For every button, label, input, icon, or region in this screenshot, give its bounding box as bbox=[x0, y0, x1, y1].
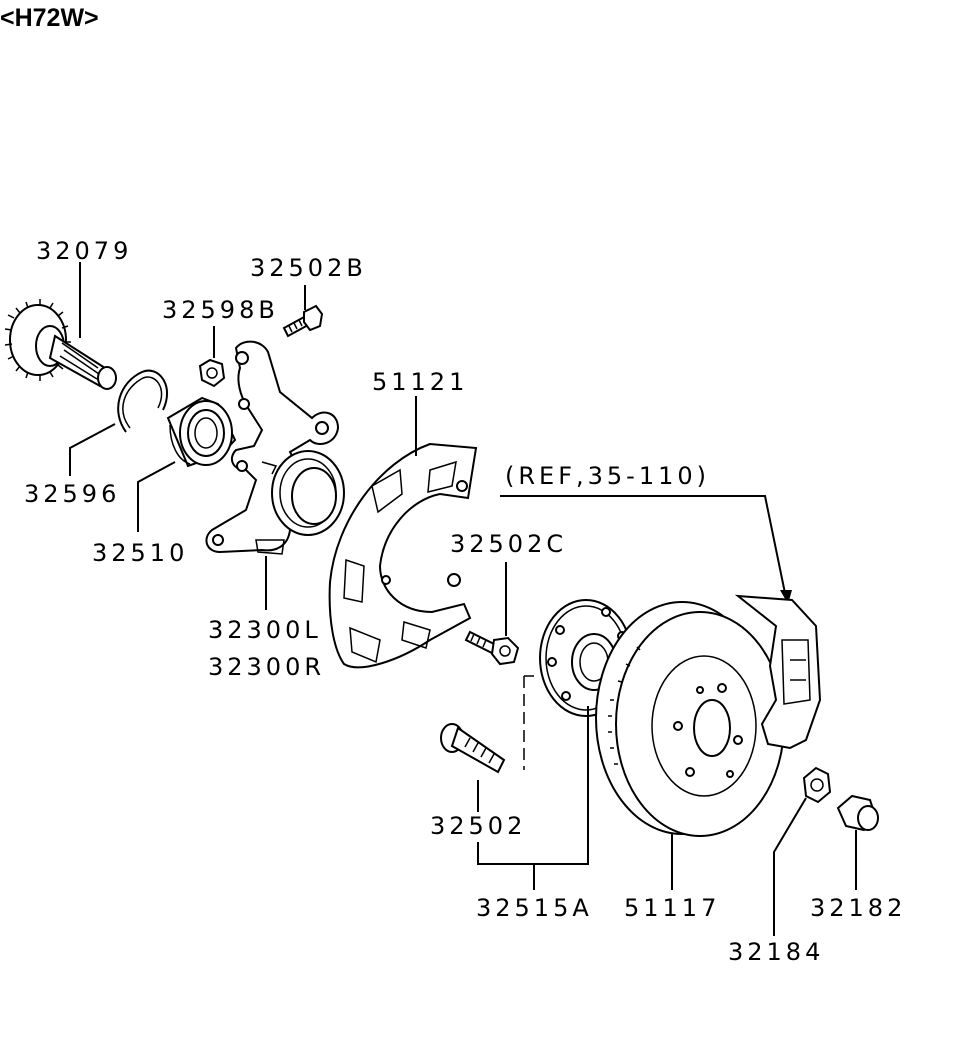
hub-bolt-part bbox=[440, 723, 506, 774]
leader-washer bbox=[773, 797, 807, 936]
label-axle-shaft: 32079 bbox=[36, 237, 132, 265]
label-knuckle-right: 32300R bbox=[208, 653, 325, 681]
diagram-header: <H72W> bbox=[0, 4, 99, 32]
label-washer: 32184 bbox=[728, 938, 824, 966]
brake-disc-part bbox=[595, 601, 785, 837]
axle-shaft-part bbox=[4, 299, 117, 390]
dust-cover-part bbox=[328, 442, 478, 669]
knuckle-bolt-c-part bbox=[464, 630, 520, 666]
label-hub-bolt: 32502 bbox=[430, 812, 526, 840]
label-reference: (REF,35-110) bbox=[505, 462, 710, 490]
label-brake-disc: 51117 bbox=[624, 894, 720, 922]
label-knuckle-nut-b: 32598B bbox=[162, 296, 279, 324]
label-hub-nut: 32182 bbox=[810, 894, 906, 922]
label-hub-bearing: 32510 bbox=[92, 539, 188, 567]
brake-caliper-part bbox=[734, 594, 822, 750]
snap-ring-part bbox=[117, 369, 169, 433]
washer-part bbox=[802, 766, 832, 804]
leader-hub-assembly bbox=[477, 706, 589, 865]
label-snap-ring: 32596 bbox=[24, 480, 120, 508]
label-knuckle-left: 32300L bbox=[208, 616, 322, 644]
label-dust-cover: 51121 bbox=[372, 368, 468, 396]
hub-bearing-part bbox=[166, 396, 237, 468]
leader-hub-bearing bbox=[137, 461, 176, 532]
knuckle-bolt-b-part bbox=[282, 304, 324, 338]
hub-nut-part bbox=[836, 794, 879, 832]
label-knuckle-bolt-c: 32502C bbox=[450, 530, 567, 558]
knuckle-nut-b-part bbox=[198, 358, 226, 388]
leader-reference bbox=[500, 495, 787, 599]
steering-knuckle-part bbox=[205, 340, 345, 555]
hub-bolt-guide-line bbox=[523, 675, 534, 770]
label-hub-assembly: 32515A bbox=[476, 894, 593, 922]
label-knuckle-bolt-b: 32502B bbox=[250, 254, 367, 282]
leader-snap-ring bbox=[69, 423, 116, 476]
